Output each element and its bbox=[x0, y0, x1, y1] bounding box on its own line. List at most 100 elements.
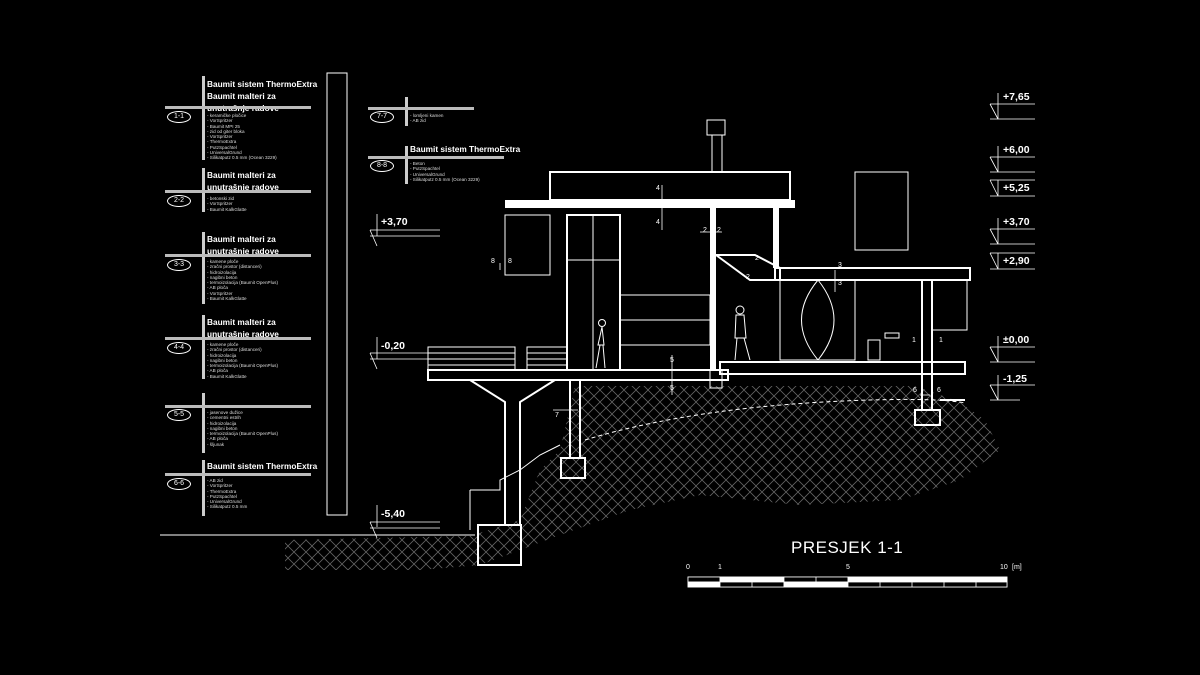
sloped-slab bbox=[712, 254, 781, 281]
section-cut-lines bbox=[499, 185, 930, 411]
section-mark: 4 bbox=[656, 219, 660, 226]
legend-tag: 6-6 bbox=[167, 478, 191, 490]
legend-heading: Baumit sistem ThermoExtra bbox=[207, 461, 318, 471]
legend-item: - termoizolacija (Baumit OpenPlus) bbox=[207, 280, 278, 286]
terrace-slab bbox=[774, 267, 971, 281]
legend-heading: Baumit sistem ThermoExtra bbox=[207, 79, 318, 89]
legend-1-1: Baumit sistem ThermoExtra Baumit malteri… bbox=[165, 76, 318, 166]
legend-item: - nagibni beton bbox=[207, 425, 238, 431]
legend-items: - lomljeni kamen- AB zid bbox=[410, 113, 443, 124]
slope-stairs bbox=[469, 444, 561, 530]
section-mark: 2 bbox=[703, 227, 707, 234]
glass-door bbox=[779, 279, 856, 361]
legend-item: - hidroizolacija bbox=[207, 420, 237, 426]
legend-item: - nagibni beton bbox=[207, 357, 238, 363]
legend-tag: 1-1 bbox=[167, 111, 191, 123]
terrain-dashed-line bbox=[584, 398, 966, 441]
legend-tag: 5-5 bbox=[167, 409, 191, 421]
scale-unit: [m] bbox=[1012, 564, 1022, 571]
drawing-title: PRESJEK 1-1 bbox=[791, 538, 904, 557]
pillar-foundation bbox=[477, 524, 522, 566]
section-mark: 2 bbox=[755, 255, 759, 262]
scale-label: 0 bbox=[686, 564, 690, 571]
level-left: -5,40 bbox=[381, 508, 405, 520]
section-mark: 1 bbox=[912, 337, 916, 344]
level-right: +5,25 bbox=[1003, 182, 1030, 194]
legend-item: - AB ploča bbox=[207, 285, 228, 291]
right-tower bbox=[854, 171, 909, 251]
legend-item: - hidroizolacija bbox=[207, 352, 237, 358]
level-right: +7,65 bbox=[1003, 91, 1030, 103]
legend-heading: Baumit malteri za bbox=[207, 234, 276, 244]
legend-item: - kamene ploče bbox=[207, 342, 239, 347]
legend-items: - Beton- PutzSpachtel - UniversalGrund- … bbox=[410, 161, 480, 182]
scale-label: 1 bbox=[718, 564, 722, 571]
section-mark: 3 bbox=[838, 280, 842, 287]
level-right: +3,70 bbox=[1003, 216, 1030, 228]
legend-item: - Baumit KalkGlatte bbox=[207, 296, 247, 302]
legend-item: - nagibni beton bbox=[207, 274, 238, 280]
legend-item: - cementni estrih bbox=[207, 415, 241, 421]
legend-item: - termoizolacija (Baumit OpenPlus) bbox=[207, 363, 278, 369]
chimney bbox=[711, 134, 723, 173]
section-mark: 1 bbox=[939, 337, 943, 344]
upper-floor-slab bbox=[505, 200, 795, 208]
legend-items: - jasenove dužice- cementni estrih- hidr… bbox=[207, 410, 278, 447]
legend-tag: 2-2 bbox=[167, 195, 191, 207]
section-mark: 7 bbox=[555, 412, 559, 419]
cantilever bbox=[504, 214, 551, 276]
legend-item: - VorSpritzer bbox=[207, 290, 233, 296]
column-2-footing bbox=[914, 409, 941, 426]
legend-item: - kamene ploče bbox=[207, 259, 239, 264]
level-left: -0,20 bbox=[381, 340, 405, 352]
legend-heading: Baumit sistem ThermoExtra bbox=[410, 144, 521, 154]
legend-item: - VorSpritzer bbox=[207, 134, 233, 140]
right-wall bbox=[931, 279, 968, 331]
legend-item: - VorSpritzer bbox=[207, 118, 233, 124]
scale-label: 5 bbox=[846, 564, 850, 571]
section-mark: 5 bbox=[670, 385, 674, 392]
ground-slab bbox=[427, 369, 729, 381]
section-mark: 6 bbox=[937, 387, 941, 394]
legend-items: - betonski zid- VorSpritzer- Baumit Kalk… bbox=[207, 196, 247, 212]
legend-item: - AB zid bbox=[207, 478, 223, 483]
legend-item: - hidroizolacija bbox=[207, 269, 237, 275]
legend-heading: Baumit malteri za bbox=[207, 170, 276, 180]
section-mark: 4 bbox=[656, 185, 660, 192]
section-mark: 8 bbox=[491, 258, 495, 265]
legend-item: - keramičke pločice bbox=[207, 113, 247, 118]
legend-items: - kamene ploče- zračni prostor (distance… bbox=[207, 259, 278, 301]
legend-item: - betonski zid bbox=[207, 196, 235, 201]
legend-items: - kamene ploče- zračni prostor (distance… bbox=[207, 342, 278, 379]
roof-slab bbox=[549, 171, 791, 201]
legend-item: - AB zid bbox=[410, 118, 426, 124]
scale-bar bbox=[687, 576, 1008, 588]
section-mark: 3 bbox=[838, 262, 842, 269]
legend-item: - Silikatputz 0.5 mm (Ocean 3229) bbox=[410, 176, 480, 182]
chimney-cap bbox=[706, 119, 726, 136]
legend-item: - Beton bbox=[410, 161, 425, 166]
legend-item: - Baumit KalkGlatte bbox=[207, 373, 247, 379]
legend-item: - UniversalGrund bbox=[207, 499, 242, 505]
wall-2 bbox=[710, 200, 716, 370]
legend-heading: Baumit malteri za bbox=[207, 91, 276, 101]
legend-heading: unutrašnje radove bbox=[207, 246, 279, 256]
legend-item: - šljunak bbox=[207, 441, 225, 447]
section-mark: 5 bbox=[670, 357, 674, 364]
level-markers-left bbox=[369, 214, 440, 539]
level-right: -1,25 bbox=[1003, 373, 1027, 385]
legend-item: - Silikatputz 0.5 mm bbox=[207, 504, 248, 510]
legend-item: - termoizolacija (Baumit OpenPlus) bbox=[207, 431, 278, 437]
railing bbox=[427, 346, 568, 371]
legend-item: - lomljeni kamen bbox=[410, 113, 444, 118]
legend-items: - keramičke pločice- VorSpritzer- Baumit… bbox=[207, 113, 277, 161]
legend-frame bbox=[326, 72, 348, 516]
legend-item: - zid od giter bloka bbox=[207, 128, 245, 134]
legend-item: - ThermoExtra bbox=[207, 139, 237, 145]
legend-item: - UniversalGrund bbox=[207, 150, 242, 156]
legend-heading: unutrašnje radove bbox=[207, 182, 279, 192]
wall-3 bbox=[773, 208, 779, 268]
section-mark: 2 bbox=[717, 227, 721, 234]
scale-label: 10 bbox=[1000, 564, 1008, 571]
